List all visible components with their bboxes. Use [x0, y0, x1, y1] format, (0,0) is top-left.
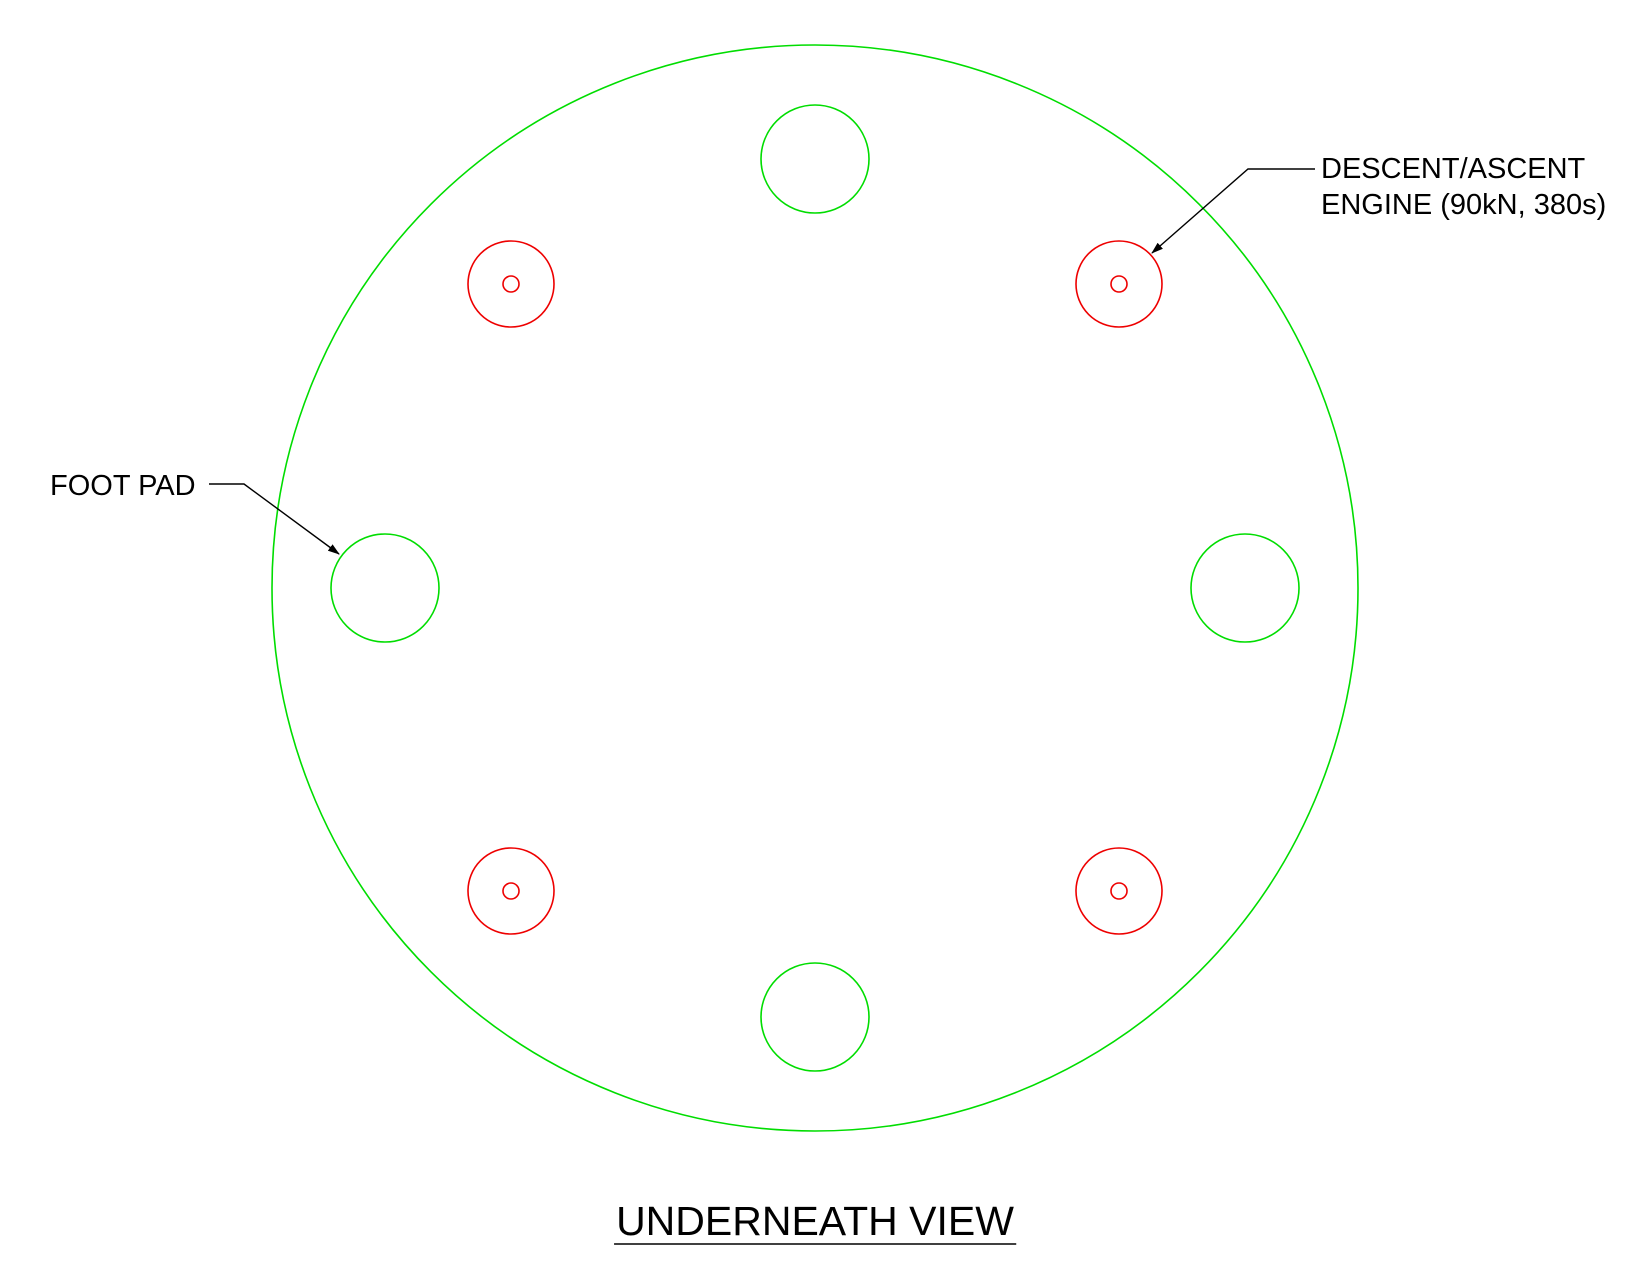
engine-label-line1: DESCENT/ASCENT	[1321, 153, 1586, 185]
engine-top-left	[467, 240, 555, 328]
foot-pad-right	[1190, 533, 1300, 643]
view-title: UNDERNEATH VIEW	[616, 1198, 1014, 1244]
engine-label-line2: ENGINE (90kN, 380s)	[1321, 189, 1606, 221]
engine-bottom-right	[1075, 847, 1163, 935]
engine-callout: DESCENT/ASCENT ENGINE (90kN, 380s)	[1151, 153, 1606, 254]
foot-pad-left	[330, 533, 440, 643]
view-title-group: UNDERNEATH VIEW	[614, 1198, 1017, 1245]
foot-pad-bottom	[760, 962, 870, 1072]
engine-bottom-left	[467, 847, 555, 935]
foot-pads	[330, 104, 1300, 1072]
foot-pad-label: FOOT PAD	[50, 470, 196, 502]
foot-pad-callout: FOOT PAD	[50, 470, 340, 555]
engines	[467, 240, 1163, 935]
engine-top-right	[1075, 240, 1163, 328]
lander-body-outline	[271, 44, 1359, 1132]
foot-pad-leader-arrow	[209, 483, 340, 555]
foot-pad-top	[760, 104, 870, 214]
engine-leader-arrow	[1151, 168, 1315, 254]
